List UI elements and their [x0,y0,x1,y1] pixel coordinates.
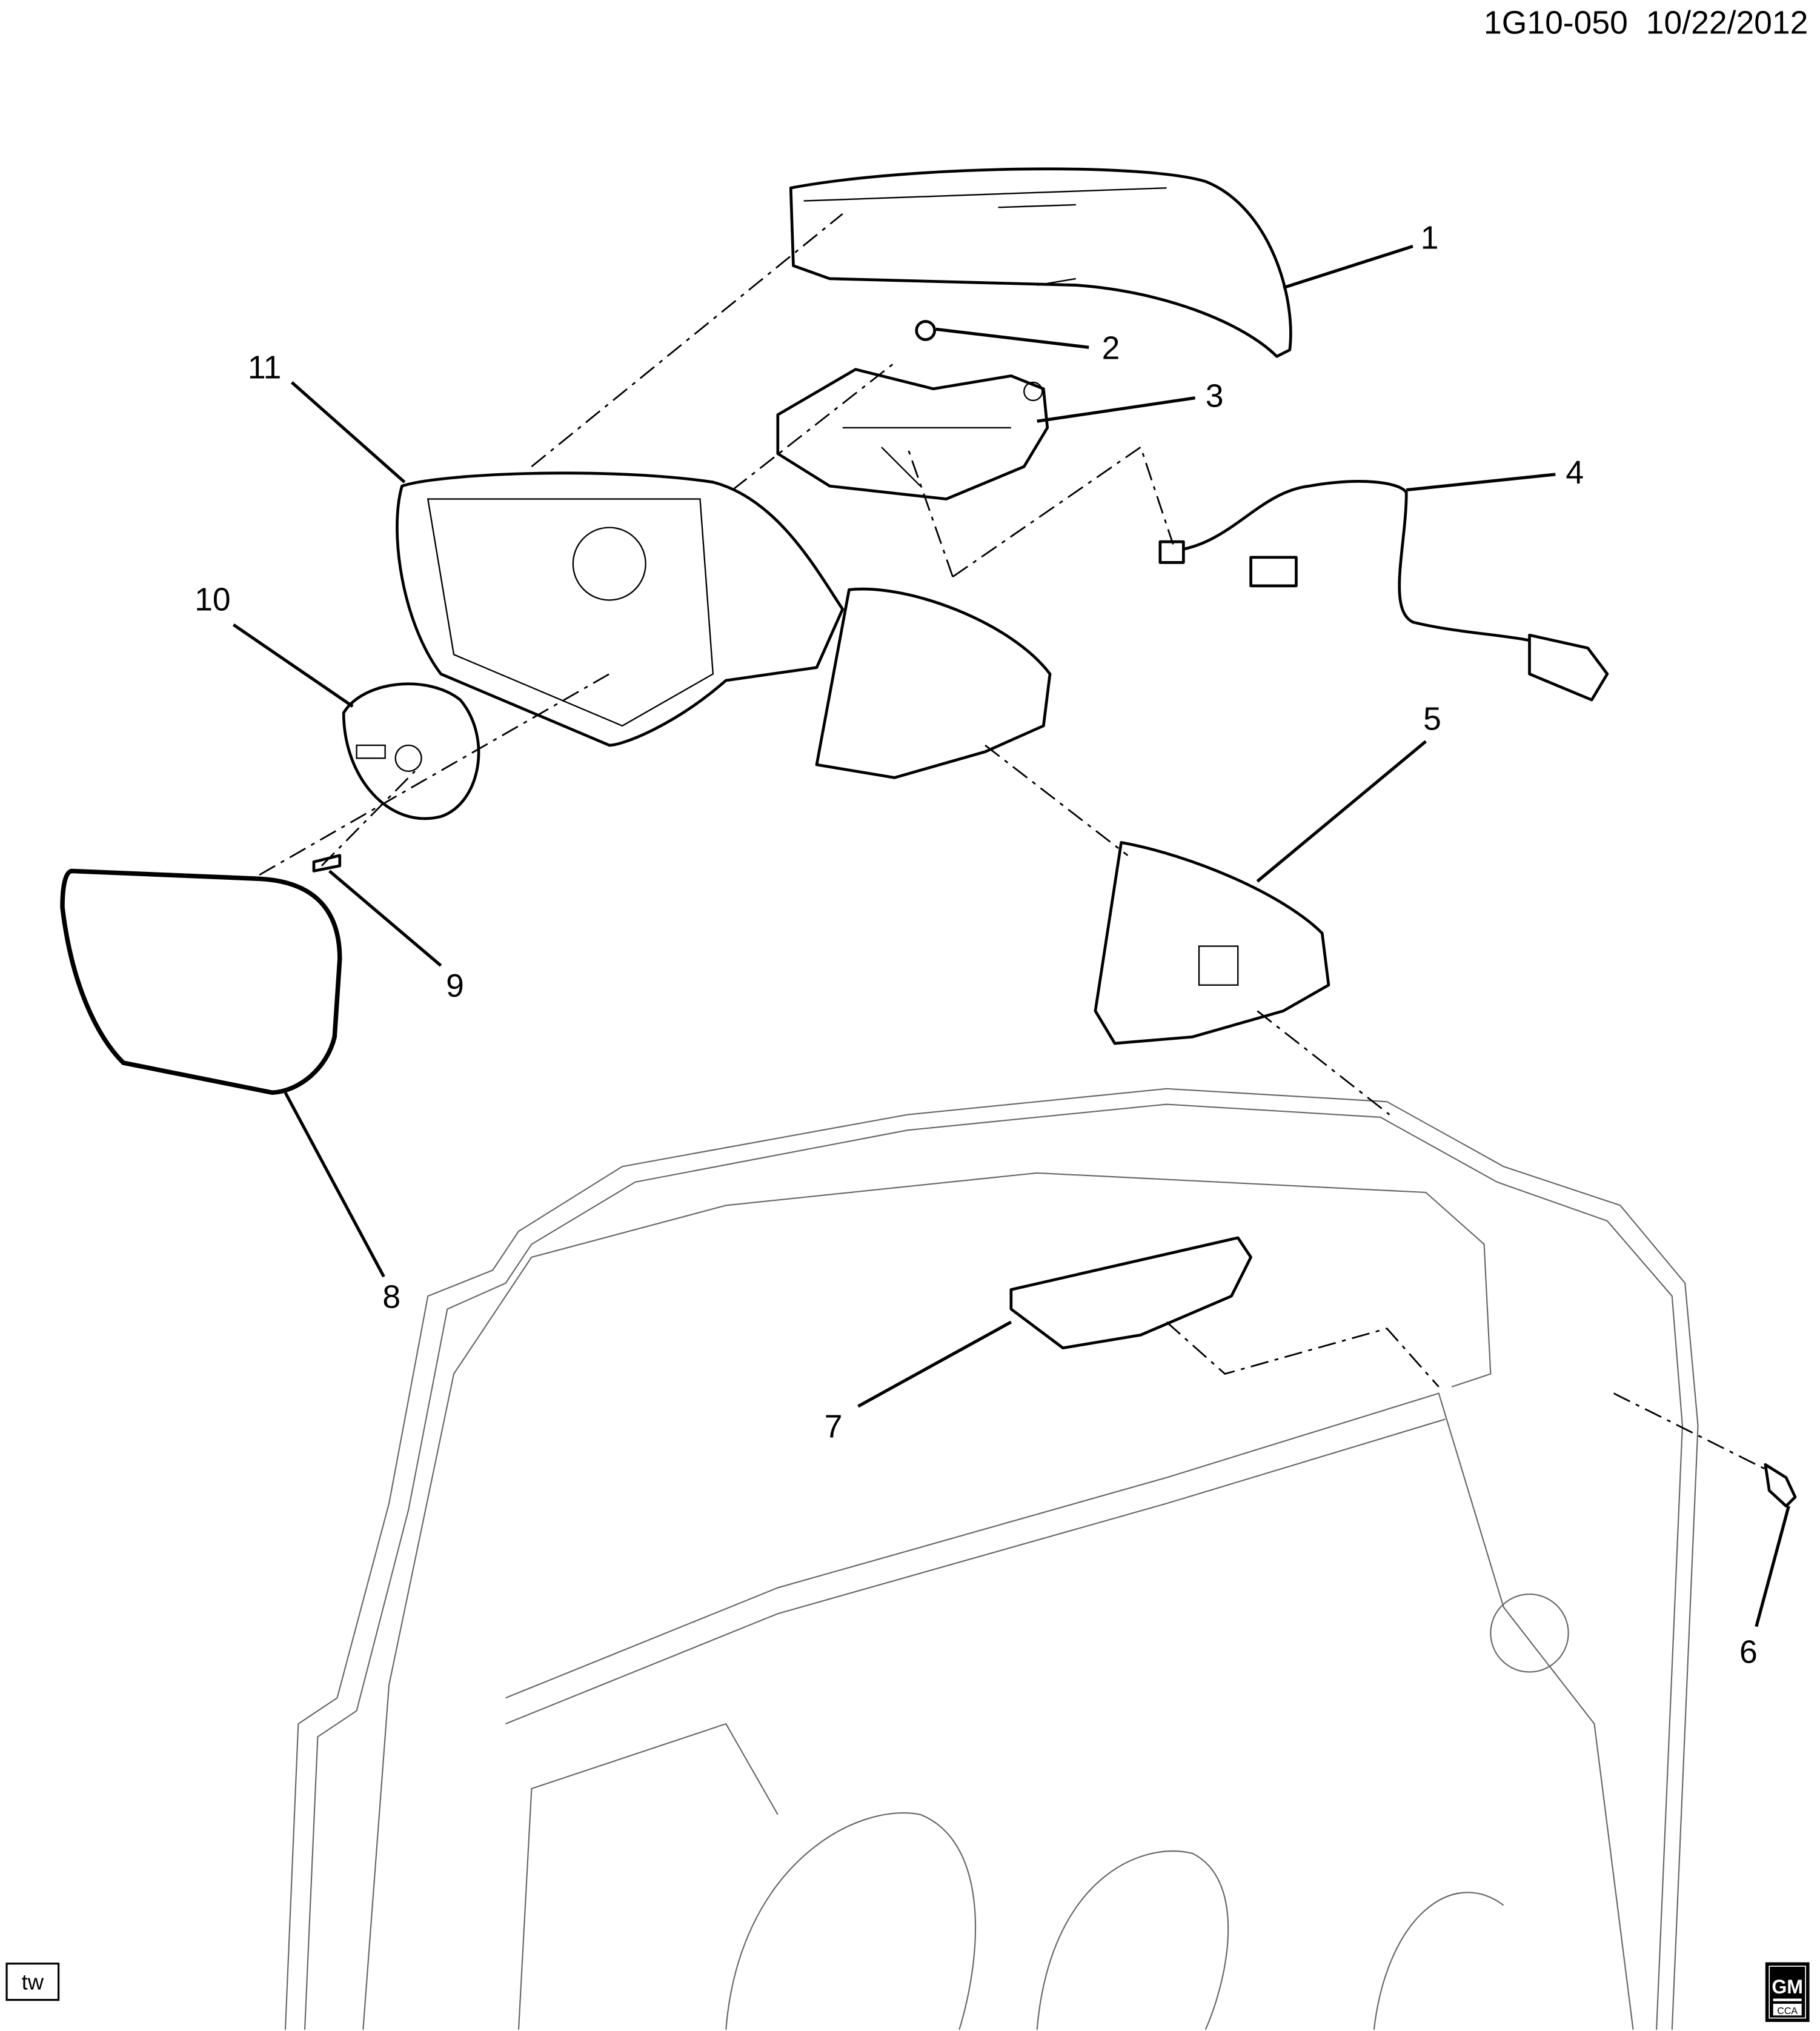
callout-9: 9 [446,968,464,1004]
gm-cca-logo: GM CCA [1765,1962,1810,2023]
diagram-date: 10/22/2012 [1646,5,1808,41]
leader-lines [232,244,1790,1627]
door-frame [284,1088,1699,2030]
diagram-id: 1G10-050 [1484,5,1628,41]
logo-cca: CCA [1777,2006,1798,2016]
tw-badge-text: tw [22,1970,44,1995]
callout-7: 7 [825,1409,843,1444]
part-2-screw [915,320,936,341]
callout-10: 10 [194,582,230,618]
callout-4: 4 [1566,455,1584,491]
diagram-header: 1G10-050 10/22/2012 [1484,5,1808,41]
part-11-mirror-housing [396,471,845,747]
logo-gm: GM [1772,1976,1803,1998]
callout-labels: 1 2 3 4 5 6 7 8 9 10 11 [194,221,1758,1670]
part-3-bracket [776,368,1049,500]
callout-5: 5 [1423,701,1441,737]
part-7-module [1009,1236,1252,1350]
part-6-bolt [1764,1463,1797,1508]
callout-2: 2 [1102,331,1120,367]
tw-badge: tw [5,1963,60,2001]
part-10-actuator [342,682,480,820]
part-1-mirror-cap [789,167,1292,358]
part-4-wire-harness [1158,480,1609,702]
callout-3: 3 [1206,379,1224,414]
part-5-base-cover [1094,841,1330,1045]
alignment-lines [259,213,1770,1472]
callout-1: 1 [1421,221,1439,256]
mirror-base [815,587,1052,779]
part-8-mirror-glass [60,868,342,1095]
callout-11: 11 [248,350,282,386]
part-9-screw [312,854,342,873]
callout-8: 8 [382,1279,400,1315]
callout-6: 6 [1739,1634,1758,1670]
